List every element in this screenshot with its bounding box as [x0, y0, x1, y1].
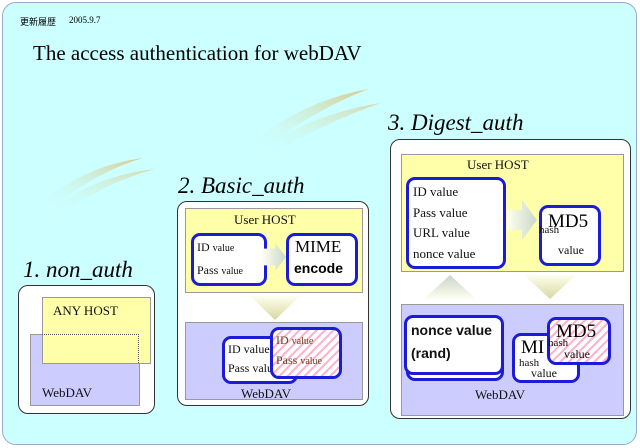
- enc-pass-value: value: [300, 356, 322, 367]
- section-non-auth-heading: 1. non_auth: [23, 257, 133, 282]
- section-digest-auth-heading: 3. Digest_auth: [388, 110, 524, 135]
- hash-label: hash: [539, 224, 560, 236]
- server-hash-label: hash: [519, 357, 540, 369]
- encode-label: encode: [294, 260, 344, 276]
- basic-user-host: User HOST ID value Pass value MIME encod…: [185, 208, 363, 293]
- digest-auth-panel: User HOST ID value Pass value URL value …: [390, 139, 631, 419]
- decorative-swooshes: [43, 89, 381, 215]
- recv-hash-value: value: [564, 347, 590, 361]
- credentials-box: ID value Pass value: [191, 233, 267, 286]
- swoosh-2: [251, 89, 381, 155]
- rand-label: (rand): [411, 345, 451, 361]
- server-hash-value: value: [531, 366, 557, 380]
- any-host: ANY HOST: [42, 297, 151, 364]
- received-md5-box: MD5 hash value: [547, 317, 611, 365]
- server-nonce-label: nonce value: [411, 322, 492, 338]
- digest-url: URL value: [413, 225, 470, 240]
- basic-webdav-label: WebDAV: [241, 386, 291, 401]
- overlap-outline: [42, 334, 139, 363]
- enc-id-label: ID: [276, 333, 289, 347]
- revision-date: 2005.9.7: [69, 15, 101, 25]
- recv-pass-label: Pass: [228, 361, 250, 375]
- hash-value: value: [558, 243, 584, 257]
- md5-hash-box: MD5 hash value: [539, 205, 601, 266]
- mime-encode-box: MIME encode: [286, 233, 358, 286]
- enc-pass-label: Pass: [276, 353, 298, 367]
- digest-id: ID value: [413, 184, 459, 199]
- recv-hash-label: hash: [548, 337, 569, 349]
- arrow-down-hash: [524, 275, 576, 299]
- arrow-down-basic: [250, 296, 300, 320]
- recv-md5-label: MD5: [556, 321, 597, 342]
- mi-label: MI: [521, 337, 545, 358]
- digest-webdav-label: WebDAV: [475, 387, 525, 402]
- digest-user-host: User HOST ID value Pass value URL value …: [401, 154, 624, 272]
- id-value: value: [212, 243, 235, 254]
- recv-id-value: value: [243, 342, 270, 356]
- swoosh-1: [43, 158, 155, 215]
- id-label: ID: [197, 240, 210, 254]
- pass-label: Pass: [197, 263, 219, 277]
- any-host-label: ANY HOST: [53, 303, 118, 318]
- arrow-up-nonce: [424, 275, 476, 299]
- digest-credentials-box: ID value Pass value URL value nonce valu…: [406, 177, 506, 269]
- arrow-to-md5: [507, 200, 537, 240]
- mime-label: MIME: [295, 237, 342, 256]
- basic-webdav-server: WebDAV ID value Pass value ID value Pass…: [185, 322, 363, 401]
- section-basic-auth-heading: 2. Basic_auth: [178, 173, 305, 198]
- basic-auth-panel: User HOST ID value Pass value MIME encod…: [177, 201, 369, 406]
- basic-user-host-label: User HOST: [234, 212, 296, 227]
- server-nonce-box: nonce value (rand): [404, 315, 504, 375]
- non-auth-panel: WebDAV ANY HOST: [18, 285, 155, 414]
- recv-id-label: ID: [228, 342, 241, 356]
- revision-note: 更新履歴: [20, 17, 57, 27]
- digest-nonce: nonce value: [413, 246, 476, 261]
- digest-webdav-server: WebDAV nonce value (rand) MI hash value …: [401, 304, 624, 416]
- webdav-label: WebDAV: [42, 385, 92, 400]
- pass-value: value: [221, 266, 243, 277]
- md5-label: MD5: [548, 211, 589, 232]
- slide-title: The access authentication for webDAV: [33, 41, 362, 65]
- digest-pass: Pass value: [413, 205, 468, 220]
- encoded-credentials-box: ID value Pass value: [270, 327, 342, 379]
- enc-id-value: value: [291, 336, 314, 347]
- digest-user-host-label: User HOST: [467, 157, 529, 172]
